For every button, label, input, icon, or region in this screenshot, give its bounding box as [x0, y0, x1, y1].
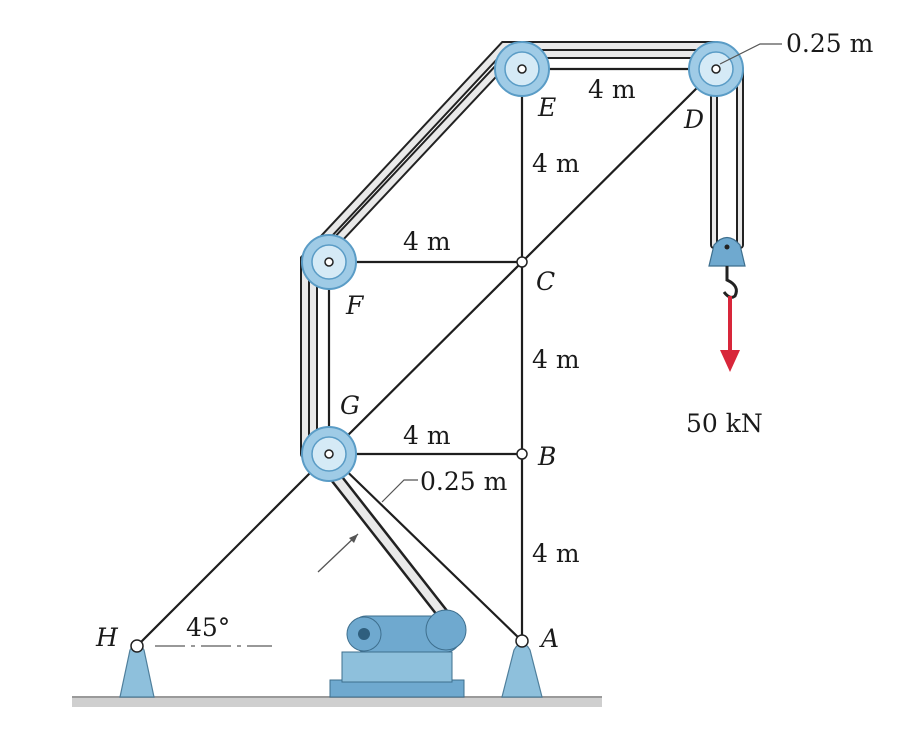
member-GA	[328, 453, 523, 642]
support-A	[501, 634, 543, 698]
support-H	[119, 639, 155, 698]
cable-hook	[710, 65, 744, 249]
label-point-G: G	[340, 391, 360, 420]
label-point-C: C	[536, 267, 555, 296]
radius-arrowhead-G	[349, 534, 358, 543]
ground-slab	[72, 697, 602, 707]
dim-ED: 4 m	[588, 75, 636, 104]
dim-EC: 4 m	[532, 149, 580, 178]
label-point-F: F	[345, 291, 365, 320]
dim-FC: 4 m	[403, 227, 451, 256]
member-GH	[136, 453, 330, 647]
joint-B	[516, 448, 528, 460]
label-point-A: A	[539, 624, 559, 653]
pulley-F	[301, 234, 357, 290]
dim-radius-G: 0.25 m	[420, 467, 508, 496]
leader-0.25-D	[719, 43, 782, 65]
hook-block	[708, 236, 746, 299]
hook-icon	[722, 266, 738, 299]
truss-members	[136, 67, 717, 647]
cable-upper	[300, 41, 721, 459]
label-point-B: B	[537, 442, 556, 471]
dim-BA: 4 m	[532, 539, 580, 568]
winch	[329, 609, 467, 698]
dim-CB: 4 m	[532, 345, 580, 374]
dim-radius-D: 0.25 m	[786, 29, 874, 58]
label-point-E: E	[537, 93, 556, 122]
joint-C	[516, 256, 528, 268]
load-arrow	[720, 296, 740, 372]
pulley-G	[301, 426, 357, 482]
label-point-D: D	[683, 105, 704, 134]
angle-label-H: 45°	[186, 613, 230, 642]
pulley-D	[688, 41, 744, 97]
label-point-H: H	[95, 623, 119, 652]
cable-to-winch	[323, 463, 453, 625]
leader-0.25-G	[381, 479, 418, 503]
dim-GB: 4 m	[403, 421, 451, 450]
load-label: 50 kN	[686, 409, 763, 438]
pulley-E	[494, 41, 550, 97]
